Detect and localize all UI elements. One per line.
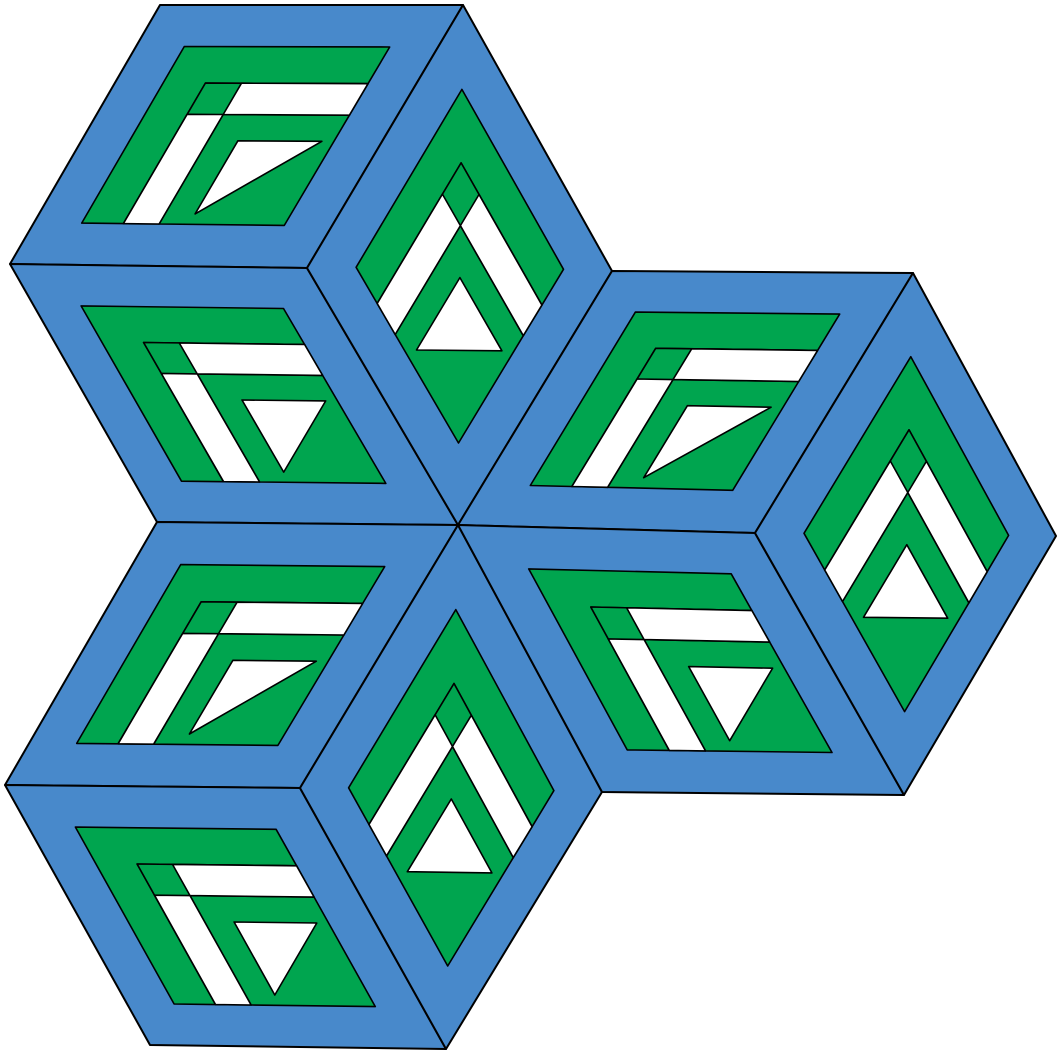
cube-top-left-left-hole	[160, 372, 261, 483]
cube-top-left-left-hole	[241, 399, 327, 473]
cube-top-left-top-hole	[194, 140, 323, 215]
cube-top-left-right-hole	[459, 193, 543, 337]
cube-top-left-top-hole	[122, 113, 224, 225]
cube-bottom-left-top-hole	[188, 659, 318, 735]
cube-bottom-left-right-hole	[451, 714, 533, 859]
cube-right-top-hole	[571, 378, 674, 489]
cube-top-left-left-hole	[178, 342, 324, 377]
cube-right-right-hole	[823, 460, 909, 603]
cube-bottom-left-left-hole	[171, 863, 315, 898]
cube-right-top-hole	[672, 347, 819, 383]
cube-bottom-left-top-hole	[117, 632, 220, 746]
cube-right-left-hole	[625, 606, 771, 643]
cube-bottom-left-right-hole	[368, 713, 454, 857]
cube-right-left-hole	[607, 638, 707, 752]
cube-right-right-hole	[906, 460, 989, 604]
cube-bottom-left-left-hole	[153, 894, 252, 1006]
cube-right-top-hole	[642, 404, 772, 479]
cube-bottom-left-left-hole	[233, 921, 318, 996]
cube-bottom-left-right-hole	[406, 798, 493, 874]
cube-top-left-top-hole	[222, 82, 369, 116]
cube-top-left-right-hole	[415, 276, 503, 352]
cube-right-right-hole	[862, 543, 949, 620]
cube-top-left-right-hole	[376, 193, 462, 336]
cube-bottom-left-top-hole	[217, 601, 364, 636]
cube-right-left-hole	[687, 665, 774, 742]
